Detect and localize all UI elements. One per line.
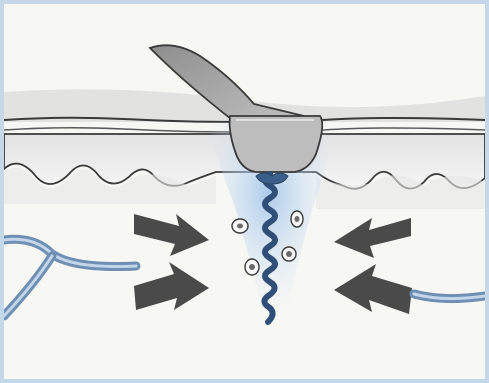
- skin-plug: [230, 116, 323, 172]
- wound-diagram: [4, 4, 485, 379]
